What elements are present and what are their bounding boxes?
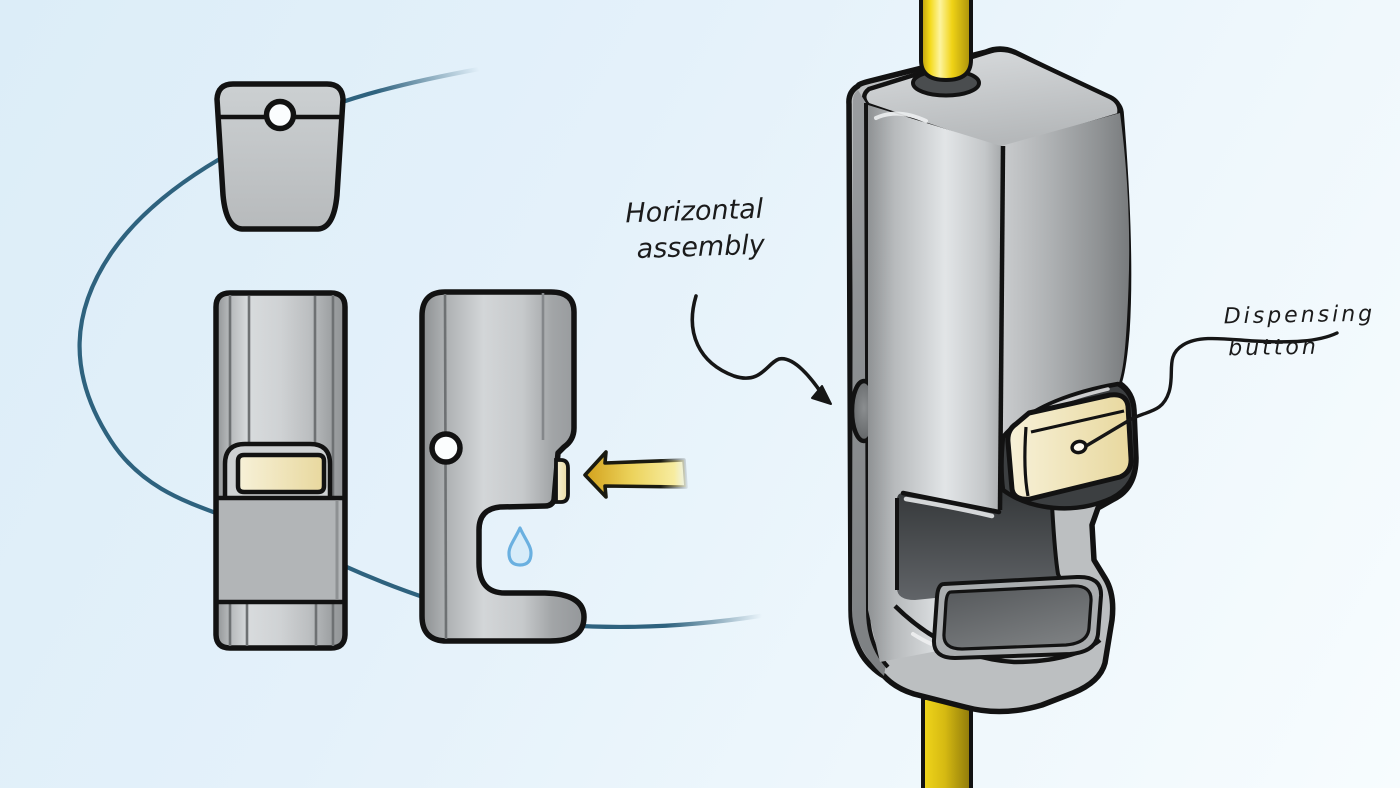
horizontal-assembly-label: Horizontal assembly bbox=[625, 192, 766, 270]
leader-line bbox=[1084, 331, 1339, 448]
dispenser-right-face bbox=[1001, 113, 1130, 437]
front-view-edge-lines-bottom bbox=[228, 603, 335, 646]
side-view-pole-hole bbox=[429, 431, 463, 465]
assembly-direction-arrow-icon bbox=[583, 450, 688, 499]
annotation-arrow-icon bbox=[690, 294, 832, 405]
pole-lower bbox=[921, 696, 973, 788]
annotation-arrow-head bbox=[811, 385, 832, 405]
top-view-outline bbox=[214, 81, 346, 232]
front-face-highlight bbox=[874, 111, 928, 123]
swoosh-upper-arc bbox=[77, 66, 482, 522]
front-view-edge-lines-top bbox=[228, 295, 335, 497]
dispensing-button-body bbox=[1005, 392, 1134, 502]
side-view-button bbox=[554, 458, 570, 504]
annotation-arrow-curve bbox=[690, 294, 824, 396]
dispensing-button-bevel-line bbox=[1030, 409, 1125, 434]
dispenser-left-edge-line bbox=[864, 102, 890, 669]
hand-cavity bbox=[897, 485, 1058, 600]
dispensing-button bbox=[1005, 392, 1134, 502]
cavity-top-highlight bbox=[903, 496, 995, 519]
side-view-piece bbox=[419, 289, 587, 644]
dispensing-button-line2: button bbox=[1228, 334, 1320, 362]
drip-tray-basin bbox=[942, 584, 1093, 651]
dispenser-left-side bbox=[852, 90, 886, 676]
pole-upper bbox=[919, 0, 973, 83]
front-view-section-lines bbox=[216, 495, 345, 605]
dispensing-button-label: Dispensing button bbox=[1223, 299, 1376, 365]
dispensing-button-line1: Dispensing bbox=[1223, 301, 1376, 330]
top-view-piece bbox=[214, 81, 346, 232]
cavity-top-edge bbox=[900, 490, 1002, 515]
front-view-mid-section bbox=[219, 500, 342, 600]
dispenser-3d bbox=[846, 0, 1139, 788]
horizontal-assembly-line2: assembly bbox=[636, 230, 766, 266]
top-view-pole-hole bbox=[263, 98, 297, 132]
front-view-button bbox=[235, 452, 327, 495]
droplet-icon bbox=[507, 526, 533, 567]
horizontal-assembly-line1: Horizontal bbox=[624, 193, 764, 230]
front-view-piece bbox=[213, 290, 348, 651]
dispensing-button-side-line bbox=[1023, 426, 1030, 497]
side-view-edge-line bbox=[443, 293, 448, 640]
